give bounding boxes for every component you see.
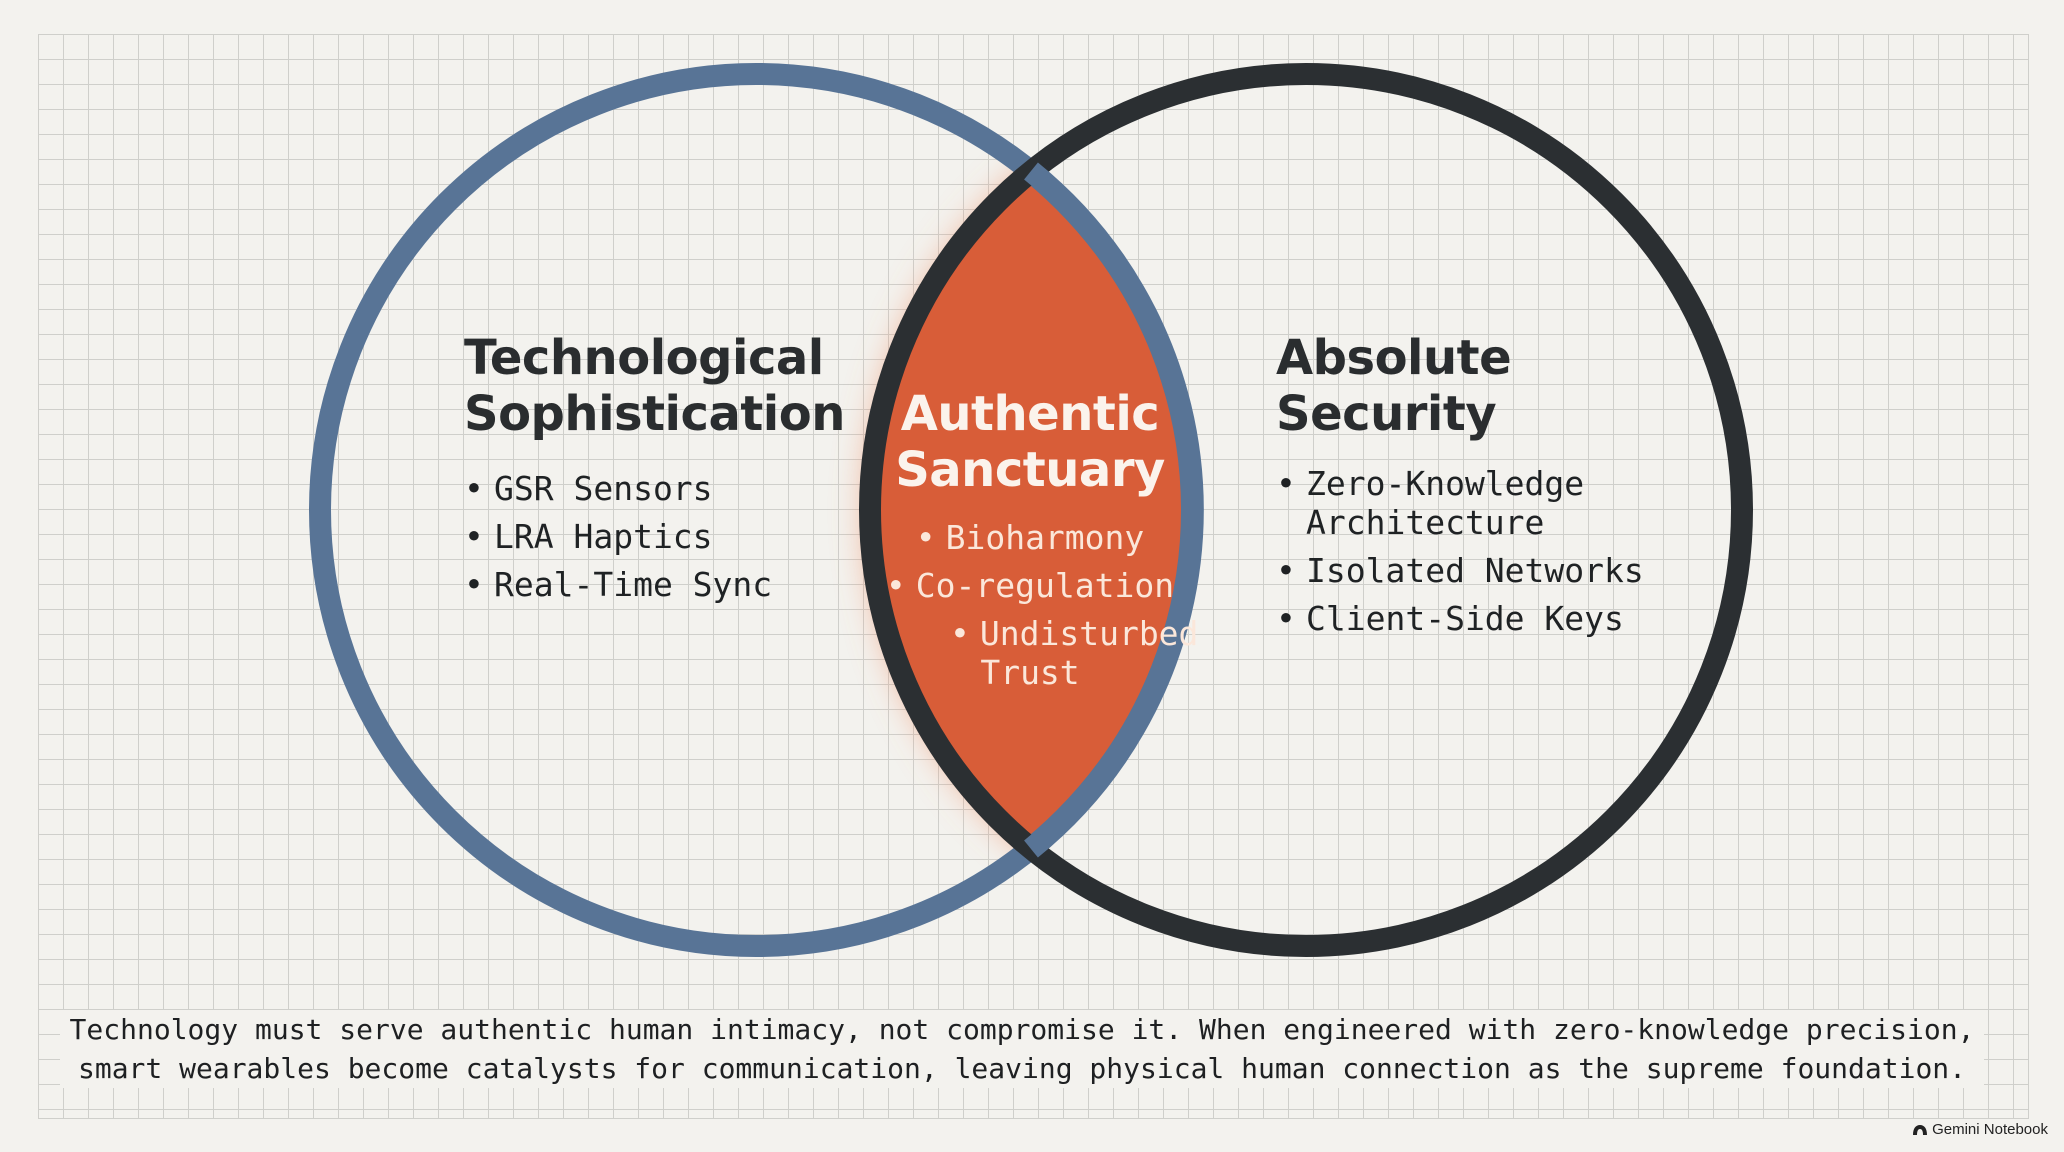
right-circle-ring (859, 63, 1753, 957)
intersection-title-line2: Sanctuary (895, 442, 1165, 498)
footer-statement: Technology must serve authentic human in… (60, 1010, 1984, 1088)
left-ring-front-segment (1024, 162, 1204, 858)
intersection-title-line1: Authentic (900, 386, 1160, 442)
right-set-list: Zero-Knowledge Architecture Isolated Net… (1276, 460, 1646, 643)
left-set-list: GSR Sensors LRA Haptics Real-Time Sync (464, 465, 772, 609)
footer-line-2: smart wearables become catalysts for com… (77, 1052, 1967, 1085)
list-item: Co-regulation (880, 562, 1180, 610)
left-set-title-line2: Sophistication (464, 386, 845, 442)
brand-label: Gemini Notebook (1932, 1121, 2048, 1138)
gemini-icon (1913, 1124, 1928, 1135)
intersection-lens (870, 74, 1192, 946)
right-set-title-line2: Security (1276, 386, 1497, 442)
intersection-title: Authentic Sanctuary (880, 386, 1180, 498)
right-set-title: Absolute Security (1276, 330, 1512, 442)
list-item: Real-Time Sync (464, 561, 772, 609)
list-item: Zero-Knowledge Architecture (1276, 460, 1646, 547)
list-item: Bioharmony (880, 514, 1180, 562)
footer-line-1: Technology must serve authentic human in… (69, 1013, 1975, 1046)
list-item: LRA Haptics (464, 513, 772, 561)
list-item: Client-Side Keys (1276, 595, 1646, 643)
list-item: Isolated Networks (1276, 547, 1646, 595)
list-item: Undisturbed Trust (880, 610, 1199, 697)
left-set-title: Technological Sophistication (464, 330, 845, 442)
list-item: GSR Sensors (464, 465, 772, 513)
right-set-title-line1: Absolute (1276, 330, 1512, 386)
left-set-title-line1: Technological (464, 330, 824, 386)
brand-mark: Gemini Notebook (1912, 1121, 2048, 1138)
intersection-list: Bioharmony Co-regulation Undisturbed Tru… (880, 514, 1199, 697)
